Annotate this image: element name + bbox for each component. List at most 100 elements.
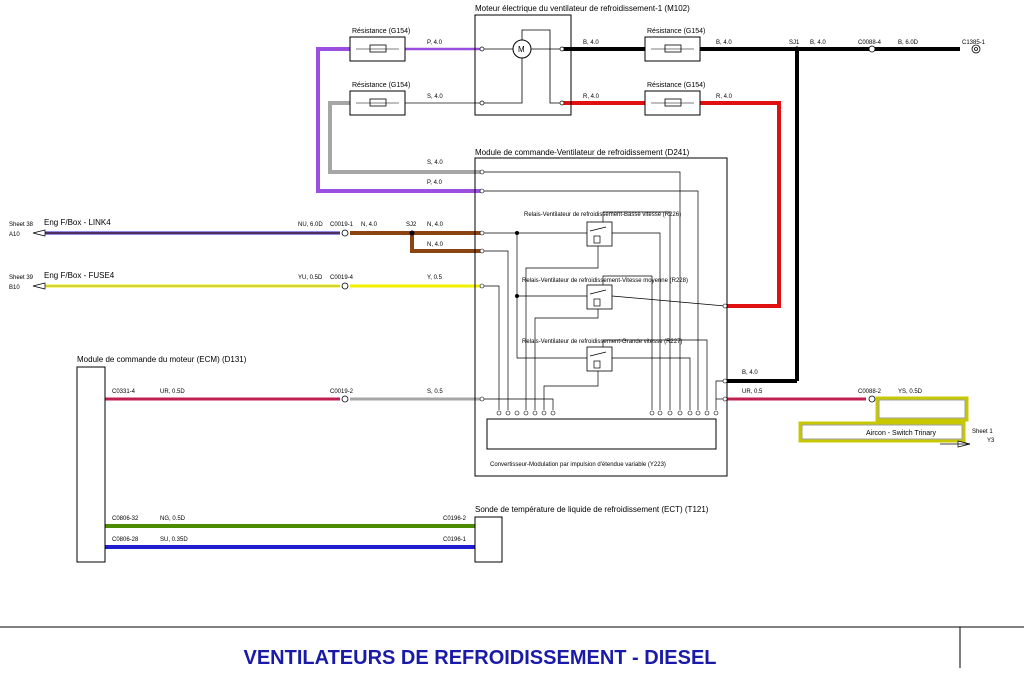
relay-low-switch [589, 226, 607, 232]
lbl-ur: UR, 0.5D [160, 389, 185, 395]
lbl-c0088-2: C0088-2 [858, 389, 882, 395]
pin-o [713, 410, 719, 416]
iw-15 [602, 275, 653, 410]
pin-b [505, 410, 511, 416]
resistor-3-label: Résistance (G154) [647, 28, 705, 35]
resistor-1-icon [369, 44, 387, 53]
iw-9 [611, 295, 726, 307]
mpin-9 [722, 396, 728, 402]
lbl-b-right: B, 4.0 [716, 40, 732, 46]
lbl-ng: NG, 0.5D [160, 516, 186, 522]
iw-17 [482, 398, 554, 410]
fuse4-sheet: Sheet 39 [9, 275, 34, 281]
lbl-c0196-2: C0196-2 [443, 516, 467, 522]
lbl-c0331-4: C0331-4 [112, 389, 136, 395]
link4-sheet: Sheet 38 [9, 222, 34, 228]
resistor-3-icon [664, 44, 682, 53]
offsheet-link4: Sheet 38 Eng F/Box - LINK4 A10 [9, 218, 111, 238]
trinary-label: Aircon - Switch Trinary [866, 430, 937, 437]
mpin-8 [722, 378, 728, 384]
link4-name: Eng F/Box - LINK4 [44, 218, 111, 227]
lbl-ur-mod: UR, 0.5 [742, 389, 763, 395]
trinary-box-inner [801, 424, 963, 440]
resistor-4: Résistance (G154) [644, 82, 705, 116]
link4-arrow [32, 229, 46, 237]
conn-c0019-4 [341, 282, 349, 290]
relay-high-box [586, 346, 613, 372]
module-junctions [515, 231, 519, 298]
mpin-7 [722, 303, 728, 309]
motor-pin-4 [559, 100, 565, 106]
module-pins [479, 169, 728, 402]
wire-grey [328, 101, 482, 174]
resistor-1: Résistance (G154) [349, 28, 410, 62]
pin-f [541, 410, 547, 416]
motor-pin-3 [559, 46, 565, 52]
splice-sj1 [794, 46, 800, 52]
lbl-y: Y, 0.5 [427, 275, 443, 281]
lbl-p-loop: P, 4.0 [427, 180, 443, 186]
lbl-r-right: R, 4.0 [716, 94, 733, 100]
lbl-c0019-4: C0019-4 [330, 275, 354, 281]
conn-c0019-2 [341, 395, 349, 403]
resistor-2-icon [369, 98, 387, 107]
module-internal-wiring [482, 171, 726, 410]
lbl-b-motor: B, 4.0 [583, 40, 599, 46]
wire-red-right [700, 101, 781, 308]
iw-8 [612, 232, 661, 410]
lbl-p-top: P, 4.0 [427, 40, 443, 46]
motor-pin-2 [479, 100, 485, 106]
lbl-nu: NU, 6.0D [298, 222, 323, 228]
junction-1 [515, 231, 519, 235]
link4-ref: A10 [9, 232, 20, 238]
lbl-c1385-1: C1385-1 [962, 40, 986, 46]
relay-mid: Relais-Ventilateur de refroidissement-Vi… [522, 278, 688, 310]
lbl-s-loop: S, 4.0 [427, 160, 443, 166]
fan-motor-box [474, 14, 572, 116]
iw-7 [482, 285, 500, 410]
iw-2 [482, 190, 699, 410]
lbl-r-motor: R, 4.0 [583, 94, 600, 100]
pwm-converter-box [486, 418, 717, 450]
lbl-sj1: SJ1 [789, 40, 800, 46]
trinary-switch: Aircon - Switch Trinary Sheet 1 Y3 [798, 421, 995, 448]
fan-module-box [474, 157, 728, 477]
offsheet-fuse4: Sheet 39 Eng F/Box - FUSE4 B10 [9, 271, 115, 291]
relay-high-label: Relais-Ventilateur de refroidissement-Gr… [522, 339, 682, 345]
mpin-5 [479, 283, 485, 289]
lbl-n2: N, 4.0 [427, 222, 444, 228]
lbl-c0806-28: C0806-28 [112, 537, 139, 543]
relay-high: Relais-Ventilateur de refroidissement-Gr… [522, 339, 682, 372]
fuse4-ref: B10 [9, 285, 20, 291]
relay-mid-box [586, 284, 613, 310]
resistor-1-label: Résistance (G154) [352, 28, 410, 35]
trinary-sheet: Sheet 1 [972, 429, 993, 435]
relay-low-coil [593, 235, 601, 244]
relay-low: Relais-Ventilateur de refroidissement-Ba… [524, 212, 681, 247]
iw-11 [525, 246, 599, 410]
mpin-1 [479, 169, 485, 175]
mpin-4 [479, 248, 485, 254]
motor-glyph: M [518, 45, 525, 54]
trinary-wire-loop [875, 396, 969, 422]
iw-1 [482, 171, 681, 410]
junction-2 [515, 294, 519, 298]
ecm-module: Module de commande du moteur (ECM) (D131… [76, 355, 247, 563]
lbl-b-6: B, 6.0D [898, 40, 919, 46]
iw-6 [516, 296, 587, 359]
resistor-4-label: Résistance (G154) [647, 82, 705, 89]
lbl-c0196-1: C0196-1 [443, 537, 467, 543]
diagram-title: VENTILATEURS DE REFROIDISSEMENT - DIESEL [244, 647, 717, 668]
pin-e [532, 410, 538, 416]
resistor-3: Résistance (G154) [644, 28, 705, 62]
lbl-n1: N, 4.0 [361, 222, 378, 228]
relay-mid-label: Relais-Ventilateur de refroidissement-Vi… [522, 278, 688, 284]
iw-4 [482, 250, 509, 410]
conn-c1385-1-inner [974, 47, 978, 51]
pin-j [667, 410, 673, 416]
lbl-c0019-2: C0019-2 [330, 389, 354, 395]
pin-c [514, 410, 520, 416]
fan-module-label: Module de commande-Ventilateur de refroi… [475, 148, 690, 157]
iw-13 [543, 371, 599, 410]
